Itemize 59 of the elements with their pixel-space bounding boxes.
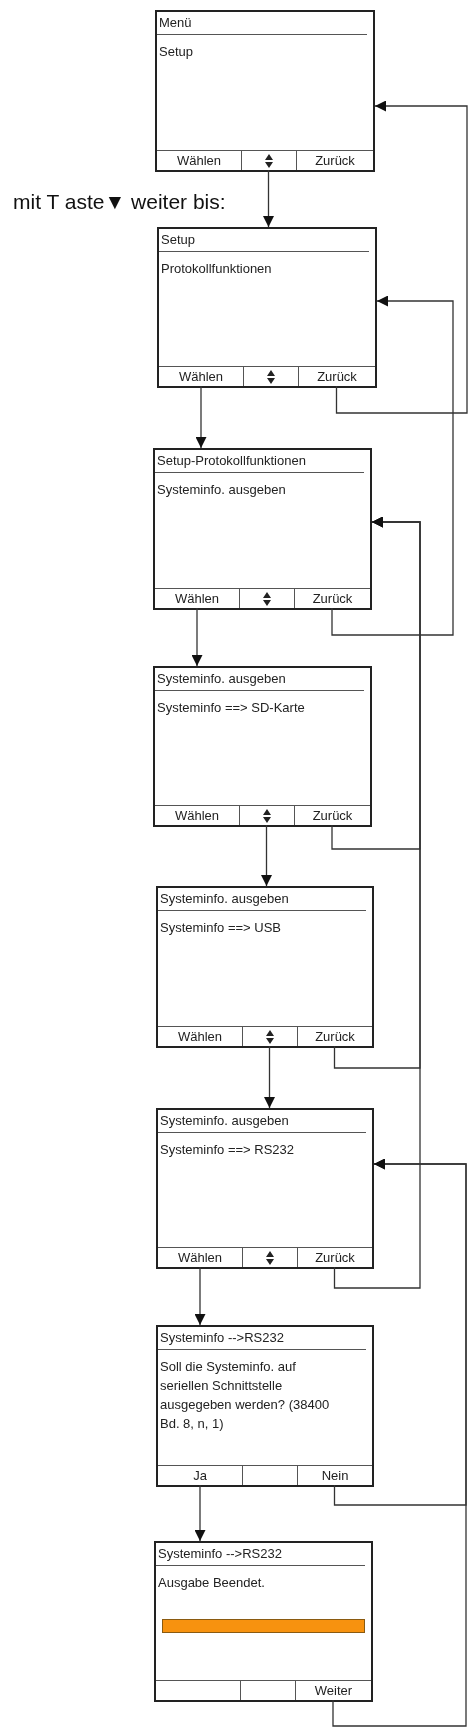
softkey: Zurück [294,588,370,608]
arrow [335,100,468,414]
screen-message: Setup [159,43,194,61]
softkey [242,1247,297,1267]
softkey: Zurück [298,366,375,386]
softkey: Zurück [296,150,373,170]
arrow [195,385,207,449]
display-screen [156,886,374,1048]
softkey: Weiter [295,1680,371,1700]
softkey: Zurück [297,1247,372,1267]
screen-title: Systeminfo -->RS232 [158,1327,366,1350]
softkey: Wählen [158,1026,242,1046]
screen-title: Setup-Protokollfunktionen [155,450,364,473]
arrow [194,1484,206,1542]
softkey: Zurück [297,1026,372,1046]
screen-title: Menü [157,12,367,35]
screen-message: Ausgabe Beendet. [158,1574,266,1592]
arrow [333,516,421,1289]
softkey [240,1680,295,1700]
softkey: Wählen [155,588,239,608]
arrow [332,1158,467,1727]
screen-message: Soll die Systeminfo. auf seriellen Schnittstelle ausgegeben werden? (38400 Bd. 8, n, 1) [160,1358,331,1433]
screen-title: Systeminfo. ausgeben [158,1110,366,1133]
softkey: Wählen [157,150,241,170]
display-screen [156,1325,374,1487]
screen-message: Protokollfunktionen [161,260,273,278]
display-screen [153,666,372,827]
instruction-note: mit T aste▼ weiter bis: [13,190,226,214]
softkey: Wählen [158,1247,242,1267]
display-screen [157,227,377,388]
softkey [243,366,298,386]
softkey [242,1026,297,1046]
screen-title: Systeminfo. ausgeben [158,888,366,911]
softkey: Ja [158,1465,242,1485]
softkey [239,805,294,825]
display-screen [153,448,372,610]
arrow [263,169,274,228]
softkey [242,1465,297,1485]
softkey: Nein [297,1465,372,1485]
softkey: Wählen [155,805,239,825]
screen-title: Setup [159,229,369,252]
arrow [331,295,454,636]
softkey: Wählen [159,366,243,386]
softkey: Zurück [294,805,370,825]
screen-message: Systeminfo ==> RS232 [160,1141,296,1159]
softkey [241,150,296,170]
arrow [194,1266,206,1326]
screen-message: Systeminfo ==> USB [160,919,283,937]
screen-title: Systeminfo. ausgeben [155,668,364,691]
display-screen [154,1541,373,1702]
display-screen [156,1108,374,1269]
screen-message: Systeminfo ==> SD-Karte [157,699,306,717]
arrow [191,607,203,667]
softkey [239,588,294,608]
screen-title: Systeminfo -->RS232 [156,1543,365,1566]
arrow [264,1045,275,1109]
display-screen [155,10,375,172]
screen-message: Systeminfo. ausgeben [157,481,287,499]
arrow [261,824,272,887]
